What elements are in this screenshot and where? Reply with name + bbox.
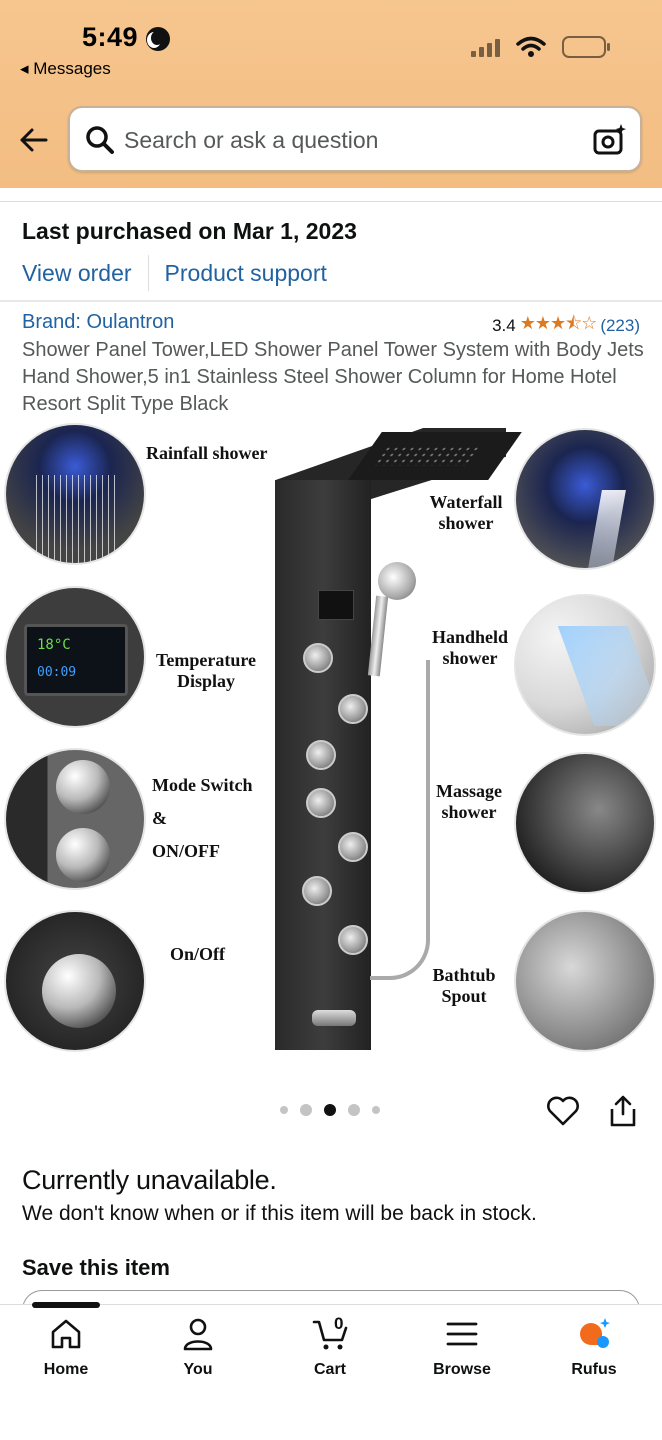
purchase-links: View order Product support xyxy=(22,255,327,291)
wifi-icon xyxy=(516,36,546,57)
back-to-messages-link[interactable]: ◂ Messages xyxy=(20,59,111,78)
focus-mode-icon xyxy=(146,27,170,51)
onoff-thumbnail xyxy=(4,910,146,1052)
control-knob xyxy=(338,832,368,862)
search-input[interactable] xyxy=(124,122,564,158)
onoff-knob xyxy=(56,828,110,882)
tab-cart-label: Cart xyxy=(313,1361,346,1378)
tab-browse-label: Browse xyxy=(433,1361,491,1378)
mode-knob xyxy=(56,760,110,814)
hand-shower-head xyxy=(378,562,416,600)
carousel-pagination[interactable] xyxy=(280,1104,380,1116)
section-divider xyxy=(0,300,662,302)
body-jet xyxy=(338,925,368,955)
search-icon xyxy=(86,126,114,154)
cellular-signal-icon xyxy=(471,37,500,57)
cart-count-badge: 0 xyxy=(334,1314,344,1333)
mode-switch-thumbnail xyxy=(4,748,146,890)
control-knob xyxy=(306,788,336,818)
heart-icon[interactable] xyxy=(546,1094,580,1128)
search-bar[interactable] xyxy=(68,106,642,172)
back-arrow-icon[interactable] xyxy=(16,122,52,158)
tab-you-label: You xyxy=(183,1361,213,1378)
tab-home[interactable]: Home xyxy=(16,1316,116,1379)
tab-browse[interactable]: Browse xyxy=(412,1316,512,1379)
back-app-label: Messages xyxy=(33,59,111,78)
carousel-dot-active[interactable] xyxy=(324,1104,336,1116)
header-divider xyxy=(0,188,662,202)
battery-icon xyxy=(562,36,610,58)
tab-you[interactable]: You xyxy=(148,1316,248,1379)
last-purchased-text: Last purchased on Mar 1, 2023 xyxy=(22,218,357,244)
star-rating-icon: ★★★⯪☆ xyxy=(519,313,598,333)
save-item-title: Save this item xyxy=(22,1255,170,1280)
body-jet xyxy=(302,876,332,906)
rufus-icon xyxy=(580,1318,610,1348)
handheld-shower-thumbnail xyxy=(514,594,656,736)
body-jet xyxy=(303,643,333,673)
bottom-tab-bar xyxy=(0,1304,662,1440)
view-order-link[interactable]: View order xyxy=(22,259,132,286)
temperature-display-thumbnail: 18°C 00:09 xyxy=(4,586,146,728)
onoff-big-knob xyxy=(42,954,116,1028)
carousel-dot[interactable] xyxy=(300,1104,312,1116)
product-title: Shower Panel Tower,LED Shower Panel Towe… xyxy=(22,339,644,415)
body-jet xyxy=(338,694,368,724)
status-time: 5:49 xyxy=(82,22,139,52)
carousel-dot[interactable] xyxy=(348,1104,360,1116)
massage-shower-thumbnail xyxy=(514,752,656,894)
carousel-dot[interactable] xyxy=(280,1106,288,1114)
rainfall-shower-thumbnail xyxy=(4,423,146,565)
share-icon[interactable] xyxy=(608,1094,638,1128)
bathtub-spout-thumbnail xyxy=(514,910,656,1052)
menu-icon xyxy=(446,1322,478,1346)
waterfall-shower-thumbnail xyxy=(514,428,656,570)
tab-cart[interactable]: 0 Cart xyxy=(280,1314,380,1379)
cart-icon xyxy=(312,1320,348,1350)
availability-status: Currently unavailable. xyxy=(22,1165,277,1195)
label-onoff: On/Off xyxy=(170,944,226,964)
tab-home-label: Home xyxy=(43,1361,89,1378)
brand-link[interactable]: Brand: Oulantron xyxy=(22,311,175,333)
app-header: 5:49 ◂ Messages xyxy=(0,0,662,188)
camera-search-icon[interactable] xyxy=(592,122,628,158)
rating-value: 3.4 xyxy=(492,316,516,335)
lcd-display: 18°C 00:09 xyxy=(24,624,128,696)
rain-head xyxy=(348,432,522,480)
tub-spout xyxy=(312,1010,356,1026)
lcd-time: 00:09 xyxy=(37,665,77,680)
tab-rufus[interactable]: Rufus xyxy=(544,1316,644,1379)
tab-rufus-label: Rufus xyxy=(571,1361,617,1378)
review-count[interactable]: (223) xyxy=(600,316,640,335)
status-icons xyxy=(471,36,610,58)
panel-display xyxy=(318,590,354,620)
rating-summary[interactable]: 3.4 ★★★⯪☆ (223) xyxy=(492,311,640,341)
lcd-temperature: 18°C xyxy=(37,637,71,653)
person-icon xyxy=(183,1318,213,1351)
active-tab-indicator xyxy=(32,1302,100,1308)
home-icon xyxy=(51,1319,81,1349)
control-knob xyxy=(306,740,336,770)
product-support-link[interactable]: Product support xyxy=(164,259,327,286)
availability-message: We don't know when or if this item will … xyxy=(22,1202,537,1225)
label-mode-switch: Mode Switch & ON/OFF xyxy=(152,775,253,861)
shower-hose xyxy=(370,660,430,980)
label-rainfall: Rainfall shower xyxy=(146,443,268,463)
link-divider xyxy=(147,255,149,291)
carousel-dot[interactable] xyxy=(372,1106,380,1114)
